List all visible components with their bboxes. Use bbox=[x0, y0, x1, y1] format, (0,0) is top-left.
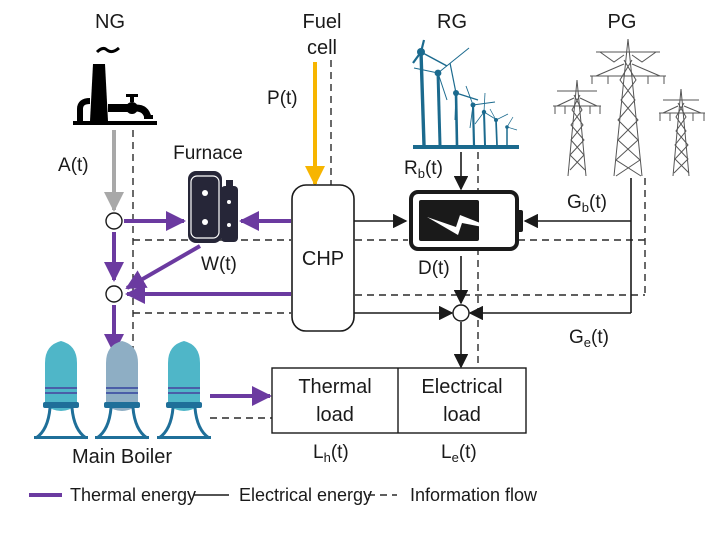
battery-icon bbox=[409, 190, 523, 251]
boiler-tank-2 bbox=[95, 341, 149, 440]
flow-label-w: W(t) bbox=[201, 254, 237, 275]
electrical-energy-flows bbox=[354, 152, 632, 369]
legend-label-information: Information flow bbox=[410, 485, 538, 505]
electrical-load-label-line2: load bbox=[443, 404, 481, 426]
flow-label-rb: Rb(t) bbox=[404, 158, 443, 181]
flow-label-ge: Ge(t) bbox=[569, 327, 609, 350]
thermal-junction-node-bottom bbox=[105, 285, 123, 303]
furnace-label: Furnace bbox=[173, 143, 243, 164]
rg-label: RG bbox=[437, 11, 467, 33]
fuel-cell-label-line1: Fuel bbox=[303, 11, 342, 33]
pg-label: PG bbox=[608, 11, 637, 33]
legend-label-thermal: Thermal energy bbox=[70, 485, 196, 505]
thermal-load-label-line2: load bbox=[316, 404, 354, 426]
legend-label-electrical: Electrical energy bbox=[239, 485, 372, 505]
ng-label: NG bbox=[95, 11, 125, 33]
main-boiler-label: Main Boiler bbox=[72, 446, 172, 468]
flow-label-gb: Gb(t) bbox=[567, 192, 607, 215]
fuel-cell-label-line2: cell bbox=[307, 37, 337, 59]
electrical-junction-node bbox=[452, 304, 470, 322]
furnace-icon bbox=[188, 171, 238, 243]
main-boiler-icon bbox=[34, 341, 211, 440]
flow-label-p: P(t) bbox=[267, 88, 298, 109]
chp-label: CHP bbox=[302, 248, 344, 270]
thermal-load-label-line1: Thermal bbox=[298, 376, 371, 398]
thermal-junction-node-top bbox=[105, 212, 123, 230]
electrical-load-label-line1: Electrical bbox=[421, 376, 502, 398]
legend: Thermal energy Electrical energy Informa… bbox=[29, 485, 538, 505]
natural-gas-plant-icon bbox=[73, 46, 157, 125]
loads-box bbox=[271, 367, 527, 434]
flow-label-le: Le(t) bbox=[441, 442, 477, 465]
flow-label-d: D(t) bbox=[418, 258, 450, 279]
wind-farm-icon bbox=[412, 39, 519, 149]
power-grid-pylons-icon bbox=[553, 38, 705, 177]
flow-label-a: A(t) bbox=[58, 155, 89, 176]
boiler-tank-3 bbox=[157, 341, 211, 440]
flow-label-lh: Lh(t) bbox=[313, 442, 349, 465]
thermal-energy-flows bbox=[104, 211, 291, 406]
boiler-tank-1 bbox=[34, 341, 88, 440]
chp-unit bbox=[291, 184, 355, 332]
